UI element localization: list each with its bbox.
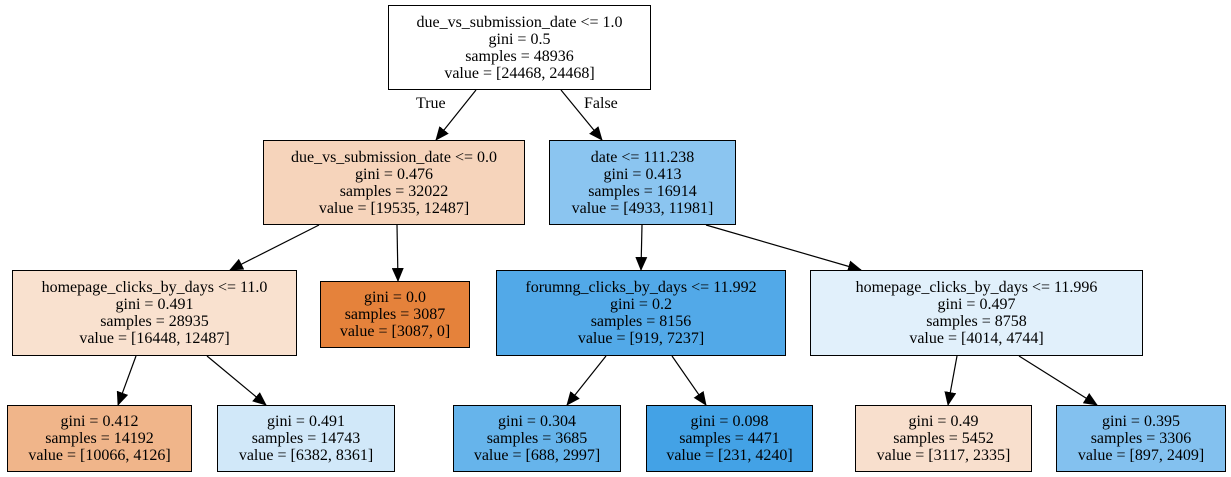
- node-line: gini = 0.2: [610, 296, 672, 313]
- node-line: homepage_clicks_by_days <= 11.0: [41, 279, 268, 296]
- edge-n2-n6: [705, 224, 862, 273]
- edge-n6-n12: [1018, 355, 1098, 406]
- node-line: gini = 0.49: [908, 413, 979, 430]
- edge-label-false: False: [584, 95, 618, 112]
- node-line: gini = 0.476: [355, 165, 433, 183]
- node-line: value = [10066, 4126]: [28, 447, 171, 464]
- node-line: samples = 32022: [339, 182, 449, 200]
- node-line: samples = 48936: [465, 47, 574, 65]
- node-line: value = [897, 2409]: [1077, 447, 1205, 464]
- node-line: value = [688, 2997]: [473, 447, 601, 464]
- node-line: gini = 0.491: [267, 413, 345, 430]
- node-line: gini = 0.412: [60, 413, 139, 430]
- edge-n1-n3: [229, 224, 320, 271]
- node-line: value = [6382, 8361]: [238, 447, 374, 464]
- node-line: value = [231, 4240]: [666, 447, 793, 464]
- node-line: gini = 0.413: [603, 165, 682, 183]
- node-line: value = [3087, 0]: [339, 323, 451, 340]
- node-line: due_vs_submission_date <= 1.0: [416, 13, 623, 31]
- node-line: value = [3117, 2335]: [876, 447, 1011, 464]
- node-line: samples = 14192: [45, 430, 154, 447]
- node-line: homepage_clicks_by_days <= 11.996: [855, 279, 1098, 296]
- node-line: samples = 8758: [926, 313, 1027, 330]
- node-line: value = [16448, 12487]: [79, 330, 230, 347]
- node-line: samples = 3087: [344, 306, 446, 323]
- node-line: date <= 111.238: [590, 148, 695, 166]
- node-line: value = [919, 7237]: [577, 330, 705, 347]
- edge-n1-n4: [391, 224, 404, 282]
- node-line: samples = 3685: [486, 430, 588, 447]
- node-line: gini = 0.497: [937, 296, 1016, 313]
- node-line: samples = 14743: [251, 430, 361, 447]
- node-line: value = [24468, 24468]: [444, 64, 595, 82]
- edge-n6-n11: [944, 355, 958, 406]
- edge-n5-n9: [566, 355, 607, 406]
- edge-n5-n10: [671, 355, 707, 406]
- node-line: samples = 16914: [588, 182, 697, 200]
- node-line: gini = 0.491: [115, 296, 194, 313]
- node-line: gini = 0.0: [364, 289, 426, 306]
- edge-n0-n1: [435, 89, 477, 141]
- node-line: samples = 4471: [679, 430, 780, 447]
- node-line: value = [19535, 12487]: [318, 199, 470, 217]
- node-line: value = [4014, 4744]: [909, 330, 1044, 347]
- node-line: gini = 0.5: [488, 30, 551, 48]
- edge-n0-n2: [560, 89, 603, 141]
- edge-n2-n5: [635, 224, 648, 271]
- node-line: samples = 28935: [100, 313, 209, 330]
- node-line: forumng_clicks_by_days <= 11.992: [525, 279, 757, 296]
- node-line: due_vs_submission_date <= 0.0: [290, 148, 498, 166]
- node-line: samples = 8156: [590, 313, 692, 330]
- node-line: gini = 0.304: [498, 413, 576, 430]
- node-line: value = [4933, 11981]: [571, 199, 714, 217]
- edge-n3-n8: [206, 355, 267, 406]
- node-line: samples = 5452: [893, 430, 994, 447]
- edge-label-true: True: [416, 95, 446, 112]
- node-line: samples = 3306: [1090, 430, 1192, 447]
- edge-n3-n7: [116, 355, 137, 406]
- node-line: gini = 0.395: [1102, 413, 1180, 430]
- node-line: gini = 0.098: [690, 413, 769, 430]
